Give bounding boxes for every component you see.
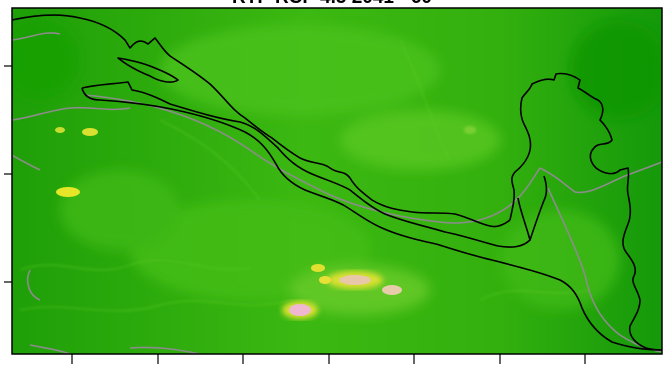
raster-hotspots bbox=[55, 126, 476, 319]
plot-frame bbox=[11, 7, 663, 355]
black-boundaries bbox=[12, 14, 662, 351]
y-axis-ticks bbox=[4, 65, 12, 283]
map-title: RTP RCP 4.5 2041 - 60 bbox=[0, 0, 664, 9]
x-axis-ticks bbox=[71, 354, 586, 364]
raster-light-regions bbox=[12, 20, 662, 315]
